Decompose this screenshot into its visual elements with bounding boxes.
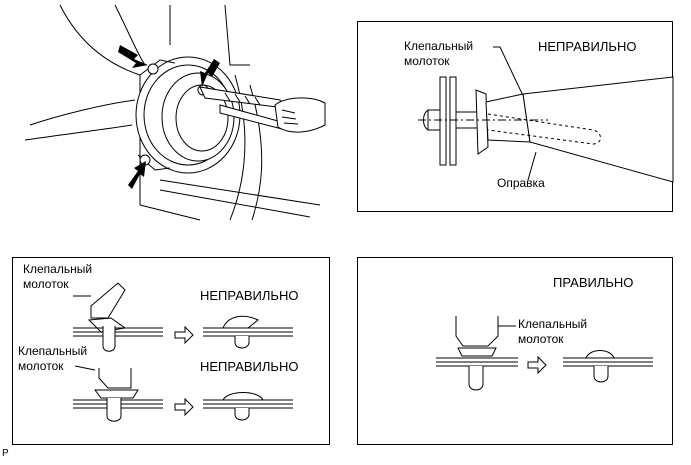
hammer-label: Клепальный молоток — [404, 39, 474, 68]
arrow-right-icon — [527, 355, 547, 375]
arrow-icon — [118, 45, 148, 68]
correct-case-panel: ПРАВИЛЬНО Клепальный молоток — [357, 257, 673, 445]
hammer-label-2: Клепальный молоток — [18, 344, 88, 373]
status-incorrect-1: НЕПРАВИЛЬНО — [200, 288, 299, 303]
correct-case-drawing — [436, 316, 653, 391]
speaker-removal-illustration — [24, 4, 326, 221]
hammer-label-1: Клепальный молоток — [23, 262, 93, 291]
hammer-label: Клепальный молоток — [518, 317, 588, 346]
status-incorrect-2: НЕПРАВИЛЬНО — [200, 359, 299, 374]
mandrel-label: Оправка — [497, 176, 545, 190]
arrow-right-icon — [174, 325, 194, 345]
figure-code: P — [2, 448, 9, 459]
arrow-icon — [128, 161, 146, 189]
hand — [274, 97, 326, 133]
arrow-right-icon — [174, 397, 194, 417]
wrong-cases-panel: Клепальный молоток НЕПРАВИЛЬНО Клепальны… — [12, 257, 330, 445]
arrow-icon — [200, 59, 220, 87]
wrong-angle-drawing — [418, 46, 674, 183]
status-correct: ПРАВИЛЬНО — [553, 275, 634, 290]
speaker — [135, 56, 241, 174]
status-incorrect: НЕПРАВИЛЬНО — [538, 39, 637, 54]
wrong-cases-drawing — [73, 282, 293, 422]
wrong-angle-panel: Клепальный молоток НЕПРАВИЛЬНО Оправка — [357, 21, 674, 212]
